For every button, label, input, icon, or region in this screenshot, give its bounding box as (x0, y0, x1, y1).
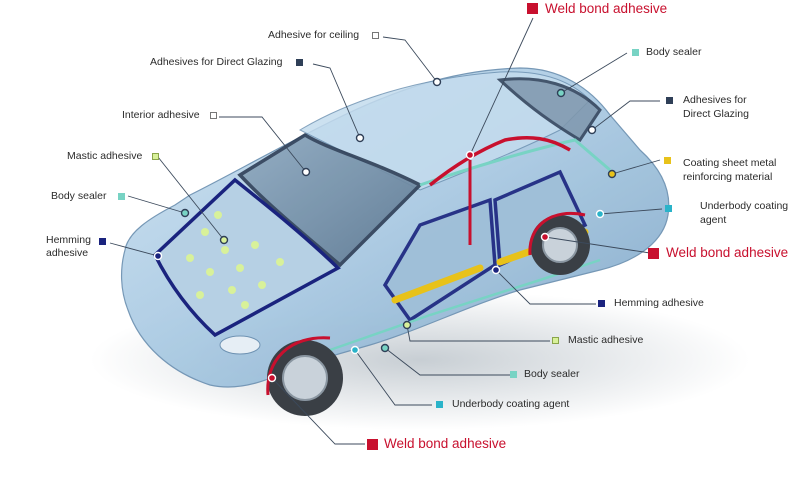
sealer-left-label: Body sealer (51, 190, 107, 202)
coating-label-2: reinforcing material (683, 171, 773, 183)
sealer-top-right-label: Body sealer (646, 46, 702, 58)
glazing-right-label-2: Direct Glazing (683, 108, 749, 120)
hemming-right-label: Hemming adhesive (614, 297, 704, 309)
weld-bond-swatch-bottom (367, 439, 378, 450)
ceiling-label: Adhesive for ceiling (268, 29, 360, 41)
weld-bond-pillars (428, 135, 571, 187)
mastic-left-swatch (152, 153, 159, 160)
anchor-dots (153, 77, 617, 383)
underbody-bottom-swatch (436, 401, 443, 408)
hemming-left-swatch (99, 238, 106, 245)
mastic-bottom-swatch (552, 337, 559, 344)
underbody-right-swatch (665, 205, 672, 212)
mastic-left-label: Mastic adhesive (67, 150, 143, 162)
weld-bond-label-bottom: Weld bond adhesive (384, 436, 507, 451)
weld-bond-swatch-right (648, 248, 659, 259)
mastic-bottom-label: Mastic adhesive (568, 334, 644, 346)
interior-swatch (210, 112, 217, 119)
glazing-right-swatch (666, 97, 673, 104)
weld-bond-swatch-top (527, 3, 538, 14)
sealer-bottom-swatch (510, 371, 517, 378)
hemming-left-label-1: Hemming (46, 234, 91, 246)
ceiling-swatch (372, 32, 379, 39)
hood-mastic-dots (186, 211, 284, 309)
underbody-bottom-label: Underbody coating agent (452, 398, 570, 410)
glazing-right-label-1: Adhesives for (683, 94, 747, 106)
rear-wheel (528, 212, 590, 275)
interior-label: Interior adhesive (122, 109, 200, 121)
underbody-right-label-1: Underbody coating (700, 200, 789, 212)
hemming-left-label-2: adhesive (46, 247, 89, 259)
underbody-right-label-2: agent (700, 214, 727, 226)
sealer-left-swatch (118, 193, 125, 200)
coating-label-1: Coating sheet metal (683, 157, 777, 169)
rear-door-frame (493, 169, 588, 268)
coating-swatch (664, 157, 671, 164)
rear-glass (496, 77, 602, 143)
weld-bond-label-right: Weld bond adhesive (666, 245, 789, 260)
weld-bond-label-top: Weld bond adhesive (545, 1, 668, 16)
glazing-left-label: Adhesives for Direct Glazing (150, 56, 283, 68)
coating-sheet-strip (391, 264, 484, 304)
hemming-right-swatch (598, 300, 605, 307)
sealer-bottom-label: Body sealer (524, 368, 580, 380)
headlight (219, 335, 261, 355)
front-wheel (266, 336, 343, 416)
leader-lines (109, 17, 663, 445)
glazing-left-swatch (296, 59, 303, 66)
sealer-top-right-swatch (632, 49, 639, 56)
